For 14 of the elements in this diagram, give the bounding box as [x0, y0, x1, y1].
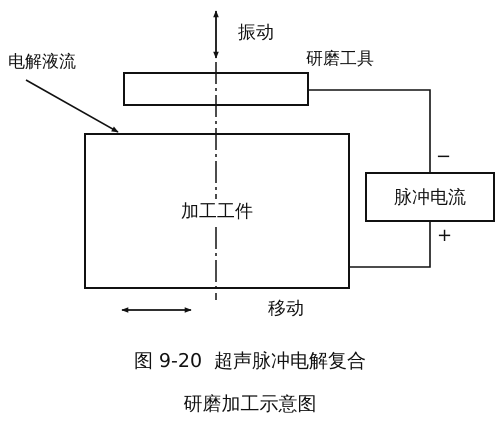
power-supply-box	[365, 172, 495, 222]
node-label: 加工工件	[179, 199, 255, 223]
motion-label: 振动	[238, 21, 274, 44]
figure-caption: 图 9-20 超声脉冲电解复合研磨加工示意图	[132, 349, 368, 417]
motion-label: 移动	[268, 297, 304, 320]
part-label: 研磨工具	[306, 48, 374, 70]
workpiece-box	[84, 133, 350, 289]
node-label: 电解液流	[6, 50, 78, 72]
polarity-sign: +	[437, 225, 452, 246]
arrow	[26, 79, 119, 133]
grinding-tool-bar	[123, 72, 309, 106]
wire	[309, 89, 431, 172]
wire	[350, 222, 431, 268]
polarity-sign: −	[436, 146, 452, 167]
